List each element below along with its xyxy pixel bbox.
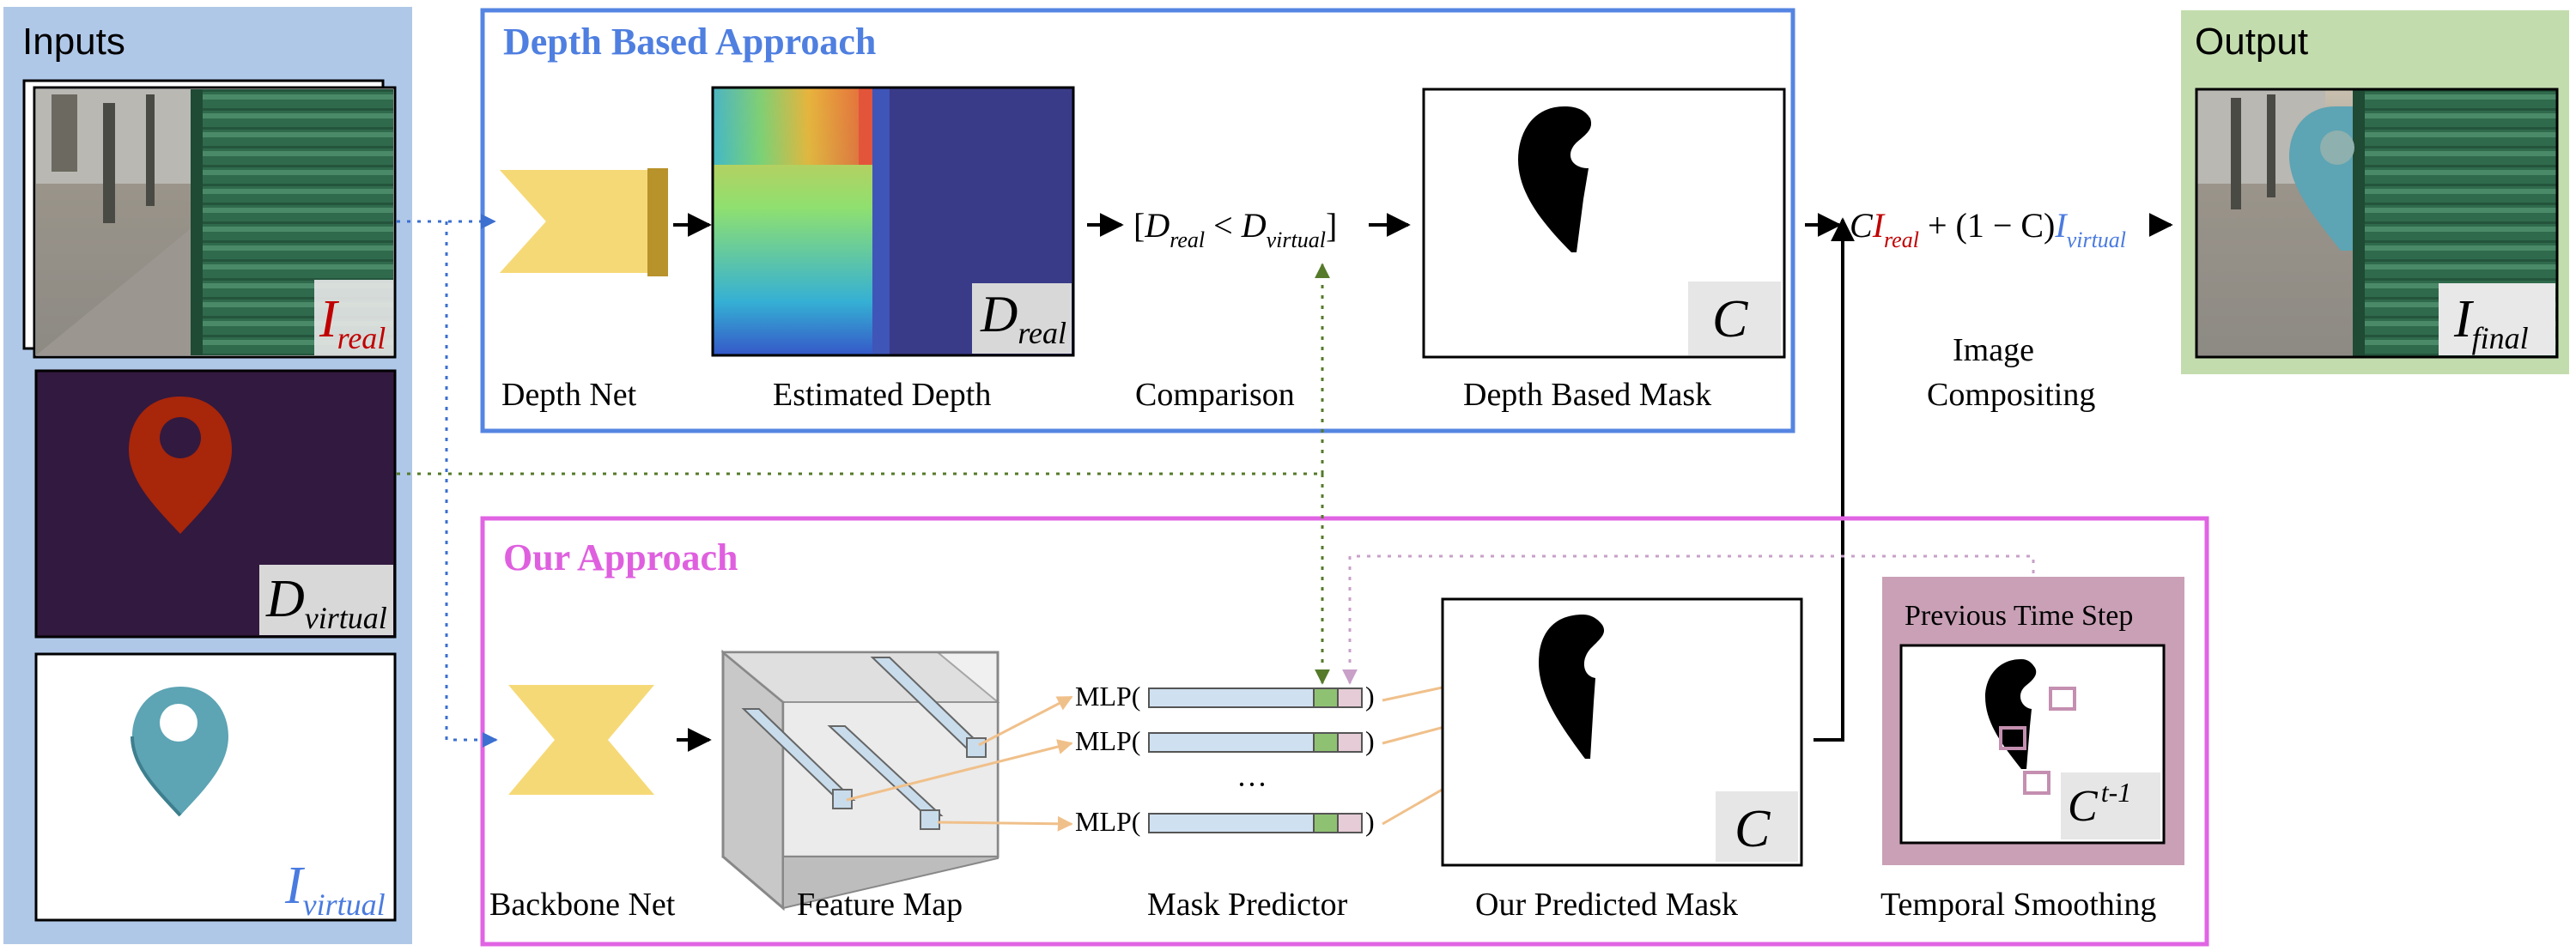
- compositing-formula: CIreal + (1 − C)Ivirtual: [1850, 206, 2126, 252]
- arrow-predicted-to-compositing: [1814, 217, 1855, 742]
- backbone-net-shape: [508, 685, 654, 795]
- mlp-open-2: MLP(: [1075, 725, 1140, 756]
- comparison-label: Comparison: [1135, 377, 1295, 413]
- orange-arrow-feature-3: [937, 815, 1073, 832]
- virtual-image-label: Ivirtual: [284, 857, 386, 922]
- predicted-mask-symbol: C: [1735, 800, 1771, 858]
- real-image-label: Ireal: [319, 290, 386, 355]
- depth-mask-label: Depth Based Mask: [1463, 377, 1711, 413]
- real-image: Ireal: [22, 79, 397, 359]
- final-image-label: Ifinal: [2453, 290, 2529, 355]
- our-approach-box: [480, 516, 2209, 947]
- map-pin-red-icon: [129, 397, 232, 534]
- orange-arrow-feature-2: [846, 739, 1073, 802]
- dotted-temporal-to-mlp: [1342, 554, 2035, 685]
- depth-virtual-label: Dvirtual: [265, 570, 387, 635]
- estimated-depth-symbol: Dreal: [980, 286, 1066, 350]
- temporal-title: Previous Time Step: [1905, 600, 2133, 632]
- feature-map-cube: [720, 649, 1000, 912]
- final-image: Ifinal: [2195, 88, 2559, 359]
- backbone-net-label: Backbone Net: [489, 887, 676, 923]
- dotted-real-to-backbone: [445, 221, 498, 748]
- depth-mask-symbol: C: [1712, 290, 1748, 348]
- mlp-row-2: MLP( ): [1075, 725, 1375, 756]
- mlp-ellipsis: ···: [1236, 767, 1267, 802]
- map-pin-teal-icon: [131, 687, 228, 817]
- depth-approach-title: Depth Based Approach: [503, 21, 876, 63]
- predicted-mask-label: Our Predicted Mask: [1475, 887, 1738, 923]
- depth-based-mask-image: C: [1422, 88, 1786, 359]
- compositing-label-line1: Image: [1953, 332, 2034, 368]
- comparison-formula: [Dreal<Dvirtual]: [1133, 206, 1337, 252]
- virtual-image: Ivirtual: [34, 652, 397, 922]
- temporal-label: Temporal Smoothing: [1880, 887, 2156, 923]
- mlp-close-3: ): [1365, 806, 1375, 837]
- our-approach-title: Our Approach: [503, 536, 738, 578]
- mask-predictor-label: Mask Predictor: [1147, 887, 1348, 923]
- depth-net-label: Depth Net: [501, 377, 637, 413]
- virtual-depth-image: Dvirtual: [34, 369, 397, 639]
- estimated-depth-image: [711, 86, 1075, 357]
- mlp-close-2: ): [1365, 725, 1375, 756]
- mlp-open-1: MLP(: [1075, 681, 1140, 712]
- predicted-mask-image: C: [1441, 597, 1803, 867]
- feature-map-label: Feature Map: [797, 887, 963, 923]
- mlp-row-3: MLP( ): [1075, 806, 1375, 837]
- orange-arrow-feature-1: [978, 695, 1073, 747]
- mlp-close-1: ): [1365, 681, 1375, 712]
- output-title: Output: [2195, 21, 2308, 63]
- compositing-label-line2: Compositing: [1927, 377, 2095, 413]
- estimated-depth-label: Estimated Depth: [773, 377, 991, 413]
- mlp-row-1: MLP( ): [1075, 681, 1375, 712]
- mlp-open-3: MLP(: [1075, 806, 1140, 837]
- inputs-title: Inputs: [22, 21, 125, 63]
- depth-net-shape: [500, 168, 668, 276]
